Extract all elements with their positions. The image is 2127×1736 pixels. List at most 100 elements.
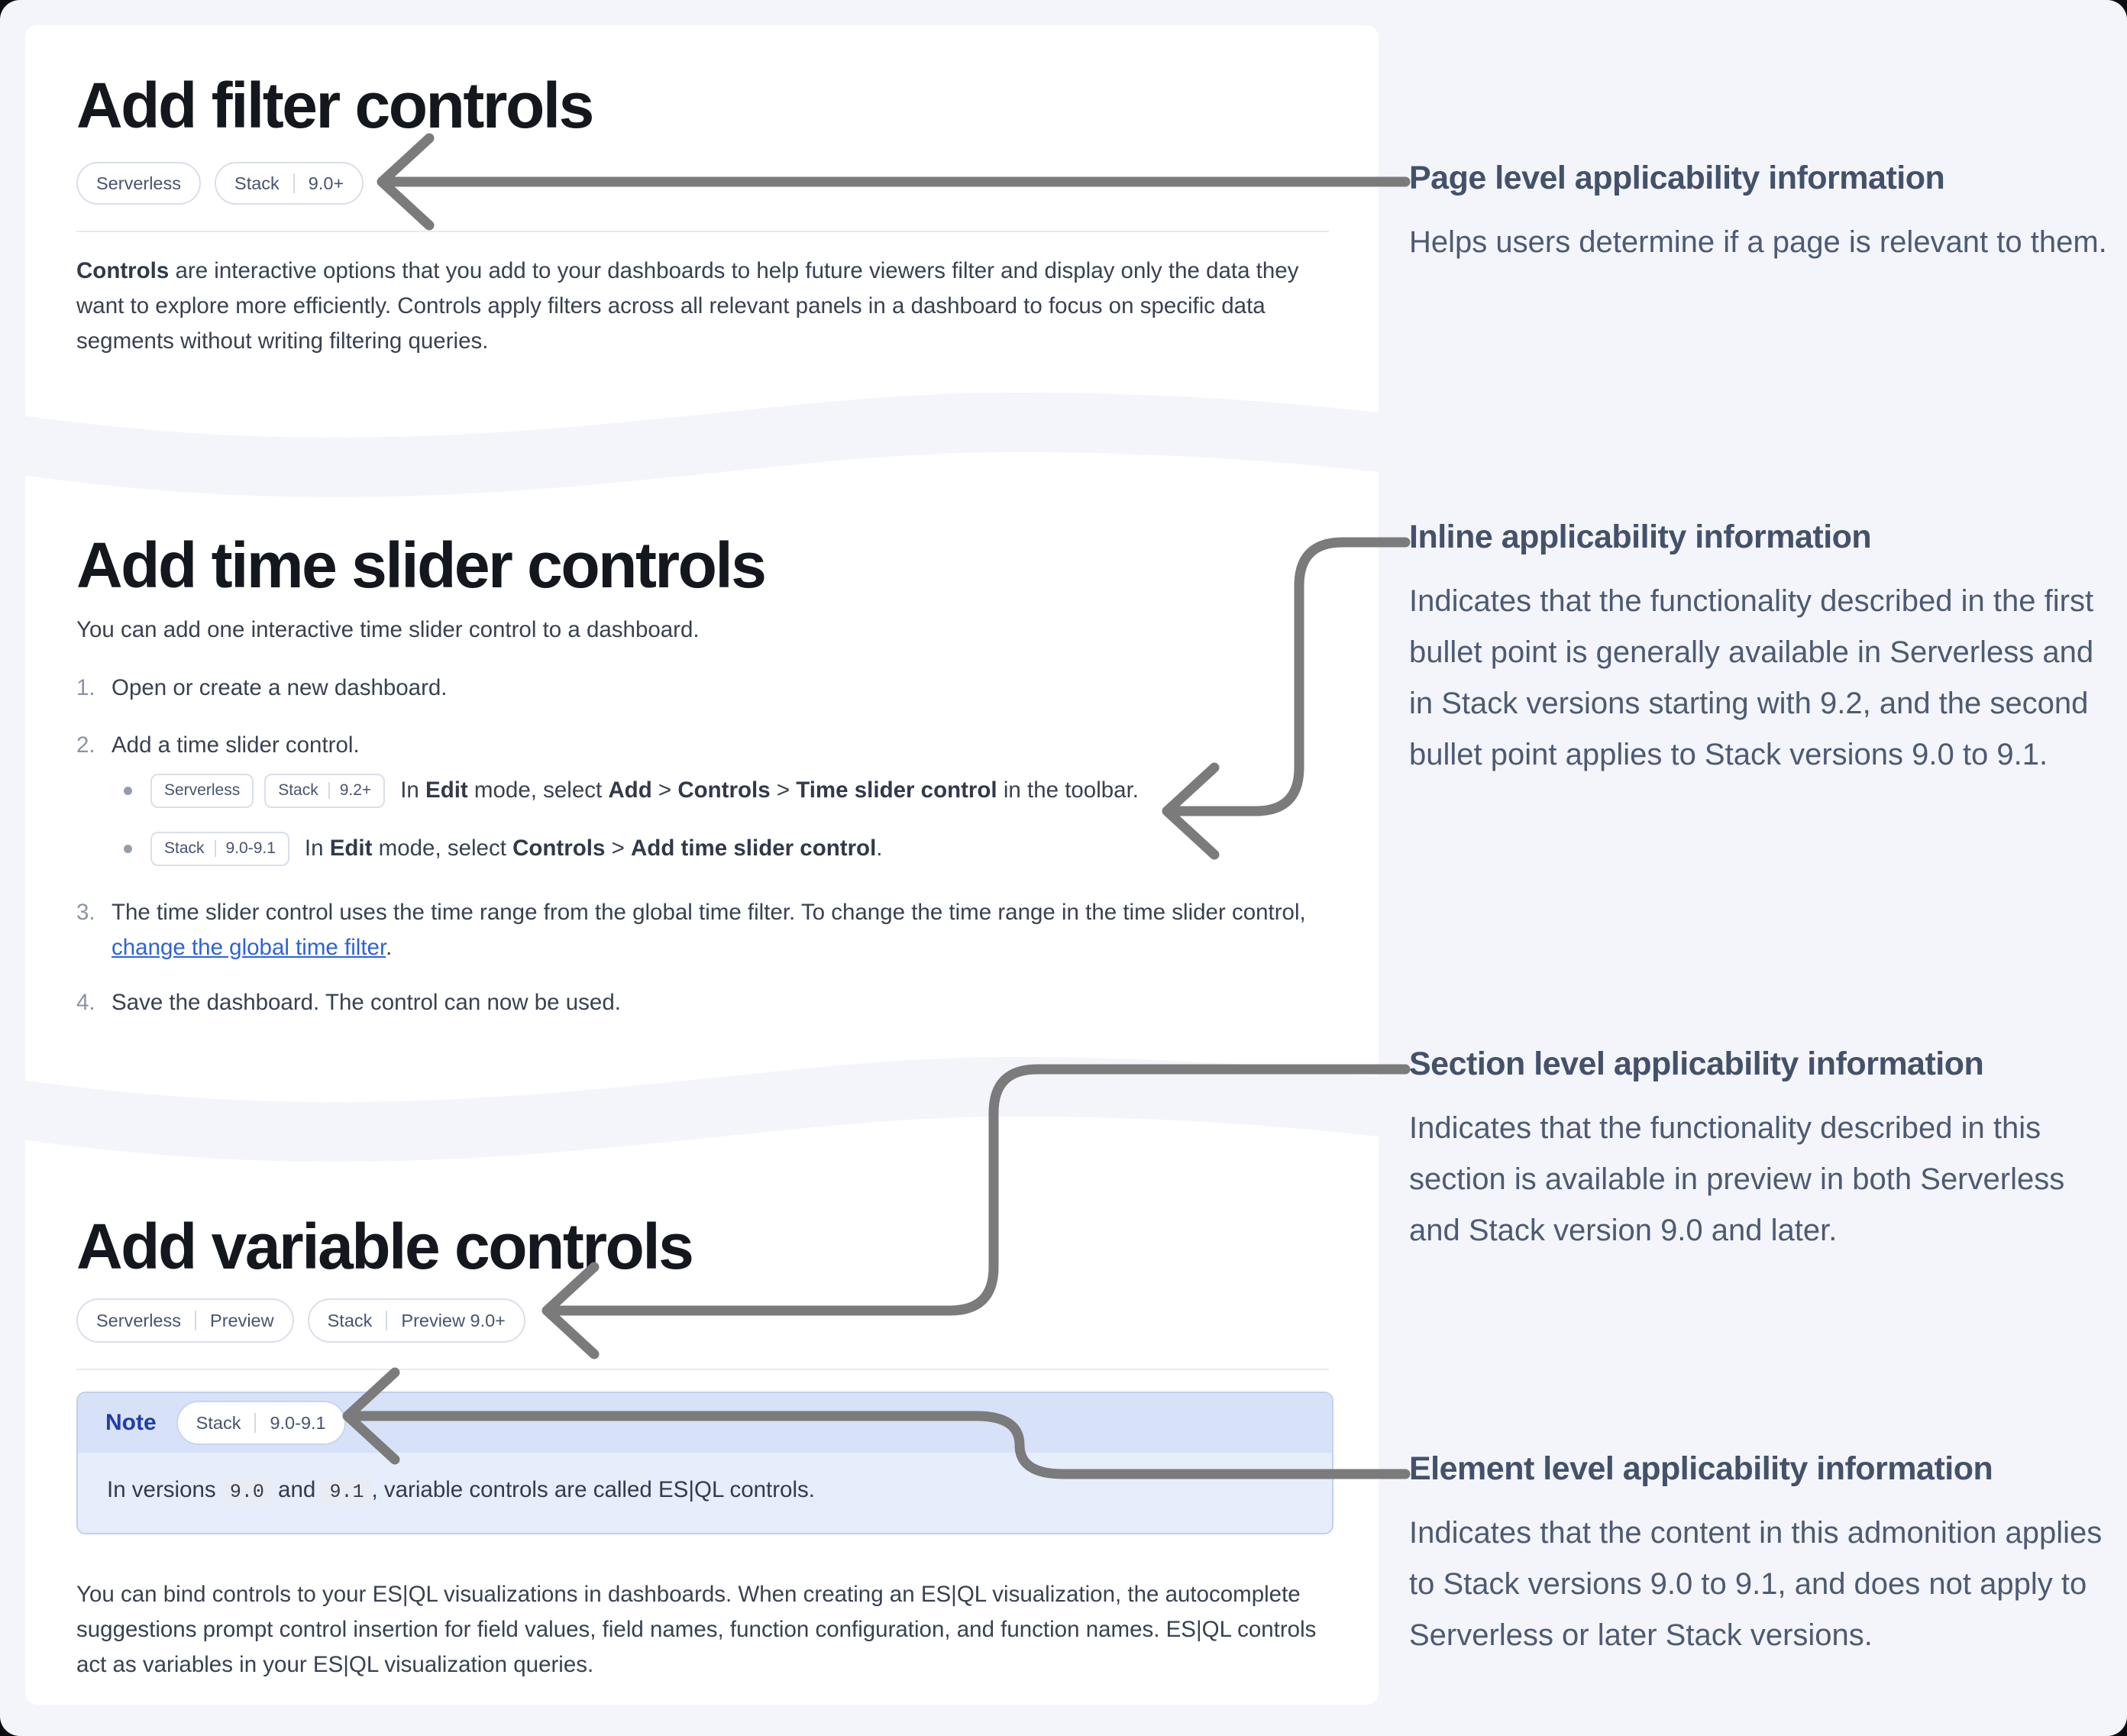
badge-divider: [386, 1311, 388, 1330]
annotation-title: Page level applicability information: [1409, 160, 1945, 196]
step-number: 1.: [76, 675, 95, 700]
intro-paragraph: Controls are interactive options that yo…: [76, 254, 1337, 359]
bold-text: Add time slider control: [631, 836, 877, 861]
badge-segment: 9.0-9.1: [270, 1412, 326, 1433]
section-title-variable: Add variable controls: [76, 1211, 694, 1282]
badge-segment: Preview: [210, 1310, 274, 1330]
text-span: .: [386, 935, 393, 960]
bold-text: Edit: [329, 836, 373, 861]
card-add-time-slider-controls: Add time slider controls You can add one…: [76, 533, 1333, 1020]
bold-text: Edit: [425, 777, 468, 803]
step-item: 1. Open or create a new dashboard.: [76, 671, 1333, 706]
text-span: and: [271, 1477, 322, 1502]
badge-divider: [328, 782, 330, 799]
text-span: >: [651, 777, 678, 803]
text-span: >: [770, 777, 797, 803]
annotation-body: Indicates that the functionality describ…: [1409, 584, 2094, 771]
annotation-element-level: Element level applicability information …: [1409, 1450, 2123, 1661]
divider: [76, 231, 1329, 232]
text-span: are interactive options that you add to …: [76, 258, 1299, 354]
text-span: In versions: [107, 1477, 222, 1502]
code-span: 9.1: [322, 1479, 372, 1505]
badge-segment: Serverless: [164, 781, 241, 799]
badge-segment: Stack: [196, 1412, 241, 1433]
badge-segment: Stack: [278, 781, 318, 799]
section-applicability-badges: Serverless Preview Stack Preview 9.0+: [76, 1298, 1333, 1343]
bold-text: Controls: [512, 836, 606, 861]
note-body-text: In versions 9.0 and 9.1, variable contro…: [78, 1453, 1332, 1533]
applicability-badge: Serverless: [150, 773, 254, 808]
applicability-badge: Stack 9.2+: [264, 773, 386, 808]
step-text: Open or create a new dashboard.: [112, 671, 1333, 706]
step-number: 4.: [76, 990, 95, 1015]
applicability-badge: Serverless Preview: [76, 1298, 294, 1343]
annotation-body: Indicates that the functionality describ…: [1409, 1110, 2065, 1247]
code-span: 9.0: [221, 1479, 272, 1505]
badge-segment: 9.0-9.1: [225, 839, 276, 857]
annotation-body: Helps users determine if a page is relev…: [1409, 225, 2107, 259]
page-title: Add filter controls: [76, 70, 594, 141]
applicability-badge: Serverless: [76, 162, 202, 205]
annotation-inline-level: Inline applicability information Indicat…: [1409, 518, 2123, 781]
badge-segment: 9.2+: [339, 781, 372, 799]
badge-segment: Serverless: [96, 173, 182, 193]
annotation-title: Inline applicability information: [1409, 519, 1872, 555]
page-applicability-badges: Serverless Stack 9.0+: [76, 162, 1333, 205]
text-span: In: [400, 777, 426, 803]
badge-divider: [254, 1413, 257, 1433]
closing-paragraph: You can bind controls to your ES|QL visu…: [76, 1577, 1337, 1683]
bullet-dot: [124, 786, 132, 795]
section-intro: You can add one interactive time slider …: [76, 617, 700, 642]
annotation-title: Section level applicability information: [1409, 1046, 1984, 1082]
text-span: Save the dashboard. The control can now …: [112, 990, 621, 1015]
applicability-badge: Stack 9.0+: [215, 162, 364, 205]
badge-segment: Stack: [327, 1310, 373, 1330]
bullet-dot: [124, 844, 132, 853]
badge-segment: Stack: [164, 839, 205, 857]
bold-text: Controls: [76, 258, 170, 283]
inline-applicability-badges: Stack 9.0-9.1: [150, 831, 289, 866]
text-span: >: [605, 836, 631, 861]
step-text: Add a time slider control.: [112, 728, 1333, 763]
badge-divider: [195, 1311, 197, 1330]
annotation-section-level: Section level applicability information …: [1409, 1045, 2123, 1256]
note-version-badge: Stack 9.0-9.1: [176, 1401, 346, 1445]
bullet-item: Serverless Stack 9.2+ In Edit mode, select …: [76, 773, 1333, 808]
annotation-title: Element level applicability information: [1409, 1450, 1993, 1487]
step-item: 3. The time slider control uses the time …: [76, 895, 1333, 965]
step-text: In Edit mode, select Add > Controls > Ti…: [400, 773, 1333, 808]
step-number: 3.: [76, 900, 95, 925]
bold-text: Time slider control: [796, 777, 997, 803]
badge-divider: [214, 840, 216, 857]
text-span: You can bind controls to your ES|QL visu…: [76, 1582, 1317, 1677]
text-span: .: [876, 836, 883, 861]
applicability-badge: Stack Preview 9.0+: [307, 1298, 525, 1343]
bold-text: Add: [608, 777, 652, 803]
badge-segment: 9.0+: [308, 173, 344, 193]
annotation-body: Indicates that the content in this admon…: [1409, 1515, 2103, 1652]
text-span: The time slider control uses the time ra…: [112, 900, 1306, 925]
text-span: mode, select: [467, 777, 609, 803]
badge-segment: Serverless: [96, 1310, 182, 1330]
step-item: 2. Add a time slider control.: [76, 728, 1333, 763]
badge-segment: Preview 9.0+: [401, 1310, 506, 1330]
text-span: mode, select: [372, 836, 513, 861]
step-text: Save the dashboard. The control can now …: [112, 985, 1333, 1020]
applicability-badge: Stack 9.0-9.1: [150, 831, 289, 866]
inline-applicability-badges: Serverless Stack 9.2+: [150, 773, 386, 808]
badge-segment: Stack: [234, 173, 280, 193]
bullet-item: Stack 9.0-9.1 In Edit mode, select Control…: [76, 831, 1333, 866]
inline-link[interactable]: change the global time filter: [112, 935, 386, 960]
text-span: Open or create a new dashboard.: [112, 675, 448, 700]
text-span: Add a time slider control.: [112, 732, 360, 758]
step-text: In Edit mode, select Controls > Add time…: [305, 831, 1333, 866]
text-span: in the toolbar.: [997, 777, 1139, 803]
annotation-page-level: Page level applicability information Hel…: [1409, 159, 2123, 268]
step-number: 2.: [76, 732, 95, 758]
bold-text: Controls: [677, 777, 771, 803]
